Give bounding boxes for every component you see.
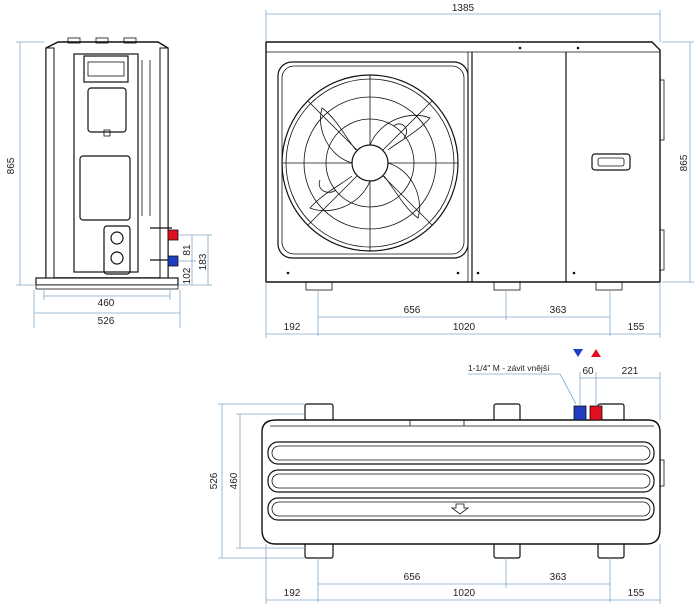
front-side-detail	[659, 229, 665, 271]
side-connection-port	[110, 231, 124, 245]
airflow-arrow-icon	[450, 503, 470, 515]
side-width-outer-dim: 526	[98, 316, 115, 327]
side-inner-panel	[73, 53, 139, 273]
side-handle-grip	[87, 61, 125, 77]
top-slat	[267, 497, 655, 521]
top-slat	[267, 469, 655, 493]
front-handle-grip	[597, 157, 625, 167]
front-left-offset-dim: 192	[284, 322, 301, 333]
side-width-inner-dim: 460	[98, 298, 115, 309]
top-left-offset-dim: 192	[284, 588, 301, 599]
top-side-detail	[659, 459, 665, 487]
top-foot-mid-dim: 656	[404, 572, 421, 583]
screw	[572, 271, 576, 275]
side-connection-port	[110, 251, 124, 265]
pipe-offset-dim: 221	[622, 366, 639, 377]
front-right-offset-dim: 155	[628, 322, 645, 333]
front-foot-span-dim: 1020	[453, 322, 476, 333]
front-foot-mid-dim: 656	[404, 305, 421, 316]
side-top-bump	[95, 37, 109, 44]
side-view: 865 460 526 81 102 183	[6, 37, 212, 328]
side-fin-right	[159, 47, 169, 279]
side-pipe-lower-dim: 102	[182, 267, 193, 284]
side-base-plate	[35, 284, 179, 290]
top-right-offset-dim: 155	[628, 588, 645, 599]
pipe-spacing-dim: 60	[582, 366, 594, 377]
side-handle-top	[83, 55, 129, 83]
screw	[518, 46, 522, 50]
front-foot-right-dim: 363	[550, 305, 567, 316]
top-depth-outer-dim: 526	[209, 472, 220, 489]
front-housing	[265, 41, 661, 283]
screw	[286, 271, 290, 275]
top-slat-inner	[271, 473, 651, 489]
front-view: 1385 865 656 363 192 1020 155	[265, 3, 694, 338]
side-pipe-upper-dim: 81	[182, 244, 193, 256]
down-triangle-icon	[573, 349, 583, 357]
top-slat-inner	[271, 445, 651, 461]
side-top-window	[87, 87, 127, 133]
front-height-dim: 865	[679, 154, 690, 171]
screw	[576, 46, 580, 50]
side-connection-block	[103, 225, 131, 275]
front-foot	[595, 281, 623, 291]
side-outlet-pipe	[167, 229, 179, 241]
top-inlet-pipe	[573, 405, 587, 421]
up-triangle-icon	[591, 349, 601, 357]
front-width-dim: 1385	[452, 3, 475, 14]
top-outlet-pipe	[589, 405, 603, 421]
fan-spokes	[282, 75, 458, 251]
top-slat-inner	[271, 501, 651, 517]
fan-blades	[309, 107, 431, 219]
side-top-bump	[123, 37, 137, 44]
screw	[476, 271, 480, 275]
top-view: 1-1/4" M - závit vnější 60 221 526 460 6…	[209, 349, 665, 604]
top-foot-right-dim: 363	[550, 572, 567, 583]
front-side-detail	[659, 79, 665, 141]
front-foot	[305, 281, 333, 291]
top-slat	[267, 441, 655, 465]
top-foot-span-dim: 1020	[453, 588, 476, 599]
side-bottom-window	[79, 155, 131, 221]
side-small-port	[103, 129, 111, 137]
side-top-bump	[67, 37, 81, 44]
screw	[456, 271, 460, 275]
top-depth-inner-dim: 460	[229, 472, 240, 489]
connection-label: 1-1/4" M - závit vnější	[468, 363, 550, 373]
top-housing	[261, 419, 661, 545]
side-height-dim: 865	[6, 157, 17, 174]
side-base	[35, 277, 179, 286]
side-inlet-pipe	[167, 255, 179, 267]
front-handle	[591, 153, 631, 171]
side-fin-left	[45, 47, 55, 279]
front-foot	[493, 281, 521, 291]
side-pipe-total-dim: 183	[198, 253, 209, 270]
fan-frame	[277, 61, 469, 259]
